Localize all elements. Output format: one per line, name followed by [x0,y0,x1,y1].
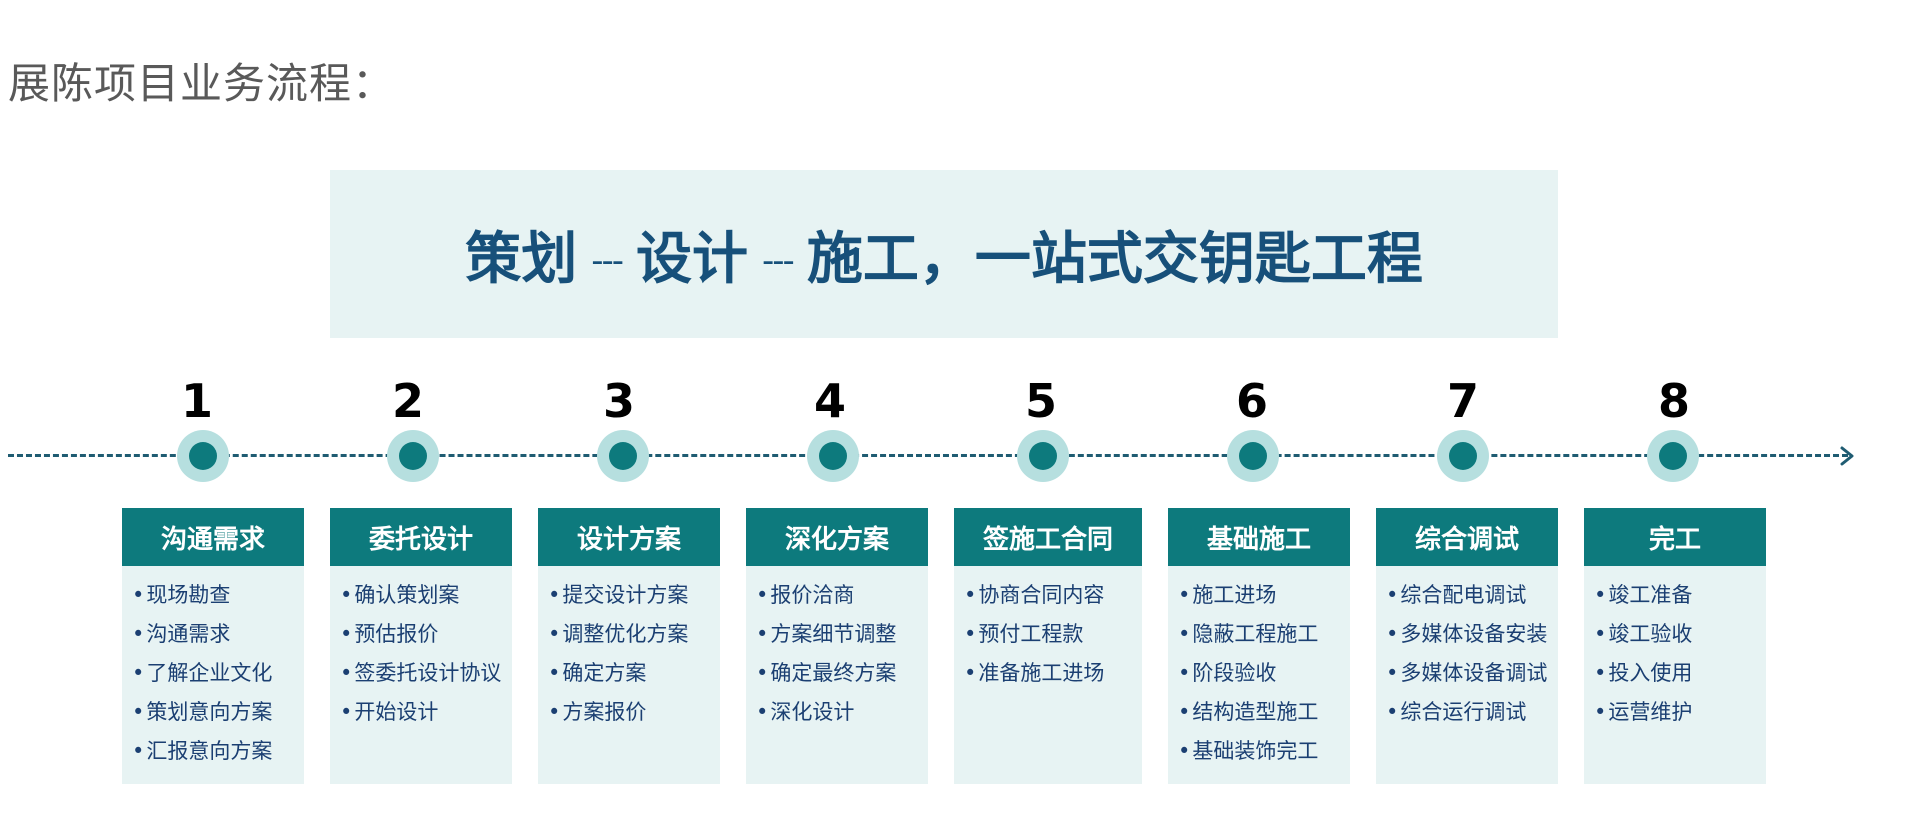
stage-card: 深化方案报价洽商方案细节调整确定最终方案深化设计 [746,508,928,784]
stage-task-item: 竣工准备 [1594,576,1766,615]
stage-task-item: 方案细节调整 [756,615,928,654]
stage-title: 签施工合同 [954,508,1142,566]
stage-task-item: 预估报价 [340,615,512,654]
stage-task-item: 报价洽商 [756,576,928,615]
stage-card: 完工竣工准备竣工验收投入使用运营维护 [1584,508,1766,784]
stage-task-item: 阶段验收 [1178,654,1350,693]
stage-card: 委托设计确认策划案预估报价签委托设计协议开始设计 [330,508,512,784]
stage-task-item: 沟通需求 [132,615,304,654]
timeline-node [1437,430,1489,482]
stage-task-item: 开始设计 [340,693,512,732]
stage-title: 委托设计 [330,508,512,566]
stage-task-list: 确认策划案预估报价签委托设计协议开始设计 [330,566,512,732]
stage-task-item: 多媒体设备调试 [1386,654,1558,693]
stage-card: 沟通需求现场勘查沟通需求了解企业文化策划意向方案汇报意向方案 [122,508,304,784]
stage-task-item: 确定最终方案 [756,654,928,693]
stage-task-item: 运营维护 [1594,693,1766,732]
step-number: 4 [813,374,846,428]
stage-card: 设计方案提交设计方案调整优化方案确定方案方案报价 [538,508,720,784]
stage-title: 沟通需求 [122,508,304,566]
stage-task-item: 综合配电调试 [1386,576,1558,615]
timeline-node [807,430,859,482]
stage-task-item: 深化设计 [756,693,928,732]
stage-task-item: 竣工验收 [1594,615,1766,654]
slogan-part-design: 设计 [636,226,748,292]
step-number: 2 [391,374,424,428]
slogan-separator: --- [762,240,795,281]
stage-task-list: 报价洽商方案细节调整确定最终方案深化设计 [746,566,928,732]
timeline-node [387,430,439,482]
stage-task-list: 竣工准备竣工验收投入使用运营维护 [1584,566,1766,732]
stage-task-item: 现场勘查 [132,576,304,615]
stage-task-list: 提交设计方案调整优化方案确定方案方案报价 [538,566,720,732]
stage-task-list: 施工进场隐蔽工程施工阶段验收结构造型施工基础装饰完工 [1168,566,1350,771]
slogan-banner: 策划 --- 设计 --- 施工，一站式交钥匙工程 [330,170,1558,338]
stage-task-item: 确定方案 [548,654,720,693]
timeline-node [597,430,649,482]
stage-task-item: 预付工程款 [964,615,1142,654]
stage-title: 设计方案 [538,508,720,566]
stage-title: 深化方案 [746,508,928,566]
stage-task-item: 提交设计方案 [548,576,720,615]
stage-task-item: 了解企业文化 [132,654,304,693]
stage-task-item: 基础装饰完工 [1178,732,1350,771]
stage-task-item: 准备施工进场 [964,654,1142,693]
step-number: 3 [602,374,635,428]
slogan-part-planning: 策划 [465,226,578,292]
stage-title: 基础施工 [1168,508,1350,566]
timeline-node [1227,430,1279,482]
stage-task-list: 综合配电调试多媒体设备安装多媒体设备调试综合运行调试 [1376,566,1558,732]
stage-task-item: 综合运行调试 [1386,693,1558,732]
stage-task-item: 签委托设计协议 [340,654,512,693]
slogan-text: 策划 --- 设计 --- 施工，一站式交钥匙工程 [465,214,1423,295]
stage-task-item: 调整优化方案 [548,615,720,654]
page-title: 展陈项目业务流程： [8,59,396,108]
arrow-right-icon [1840,446,1854,466]
stage-task-item: 策划意向方案 [132,693,304,732]
stage-task-item: 确认策划案 [340,576,512,615]
stage-task-item: 隐蔽工程施工 [1178,615,1350,654]
stage-task-item: 方案报价 [548,693,720,732]
stage-task-list: 现场勘查沟通需求了解企业文化策划意向方案汇报意向方案 [122,566,304,771]
slogan-part-construction: 施工，一站式交钥匙工程 [806,226,1423,292]
step-number: 7 [1446,374,1479,428]
stage-task-item: 协商合同内容 [964,576,1142,615]
timeline-node [1017,430,1069,482]
step-number: 8 [1657,374,1690,428]
step-number: 6 [1235,374,1268,428]
slogan-separator: --- [591,240,624,281]
stage-task-item: 汇报意向方案 [132,732,304,771]
stage-title: 完工 [1584,508,1766,566]
stage-task-item: 投入使用 [1594,654,1766,693]
stage-card: 基础施工施工进场隐蔽工程施工阶段验收结构造型施工基础装饰完工 [1168,508,1350,784]
timeline-node [177,430,229,482]
stage-task-item: 结构造型施工 [1178,693,1350,732]
step-number: 1 [180,374,213,428]
stage-card: 签施工合同协商合同内容预付工程款准备施工进场 [954,508,1142,784]
stage-title: 综合调试 [1376,508,1558,566]
timeline-dashed-line [8,454,1848,457]
timeline-node [1647,430,1699,482]
stage-task-list: 协商合同内容预付工程款准备施工进场 [954,566,1142,693]
stage-task-item: 多媒体设备安装 [1386,615,1558,654]
stage-card: 综合调试综合配电调试多媒体设备安装多媒体设备调试综合运行调试 [1376,508,1558,784]
stage-task-item: 施工进场 [1178,576,1350,615]
step-number: 5 [1024,374,1057,428]
